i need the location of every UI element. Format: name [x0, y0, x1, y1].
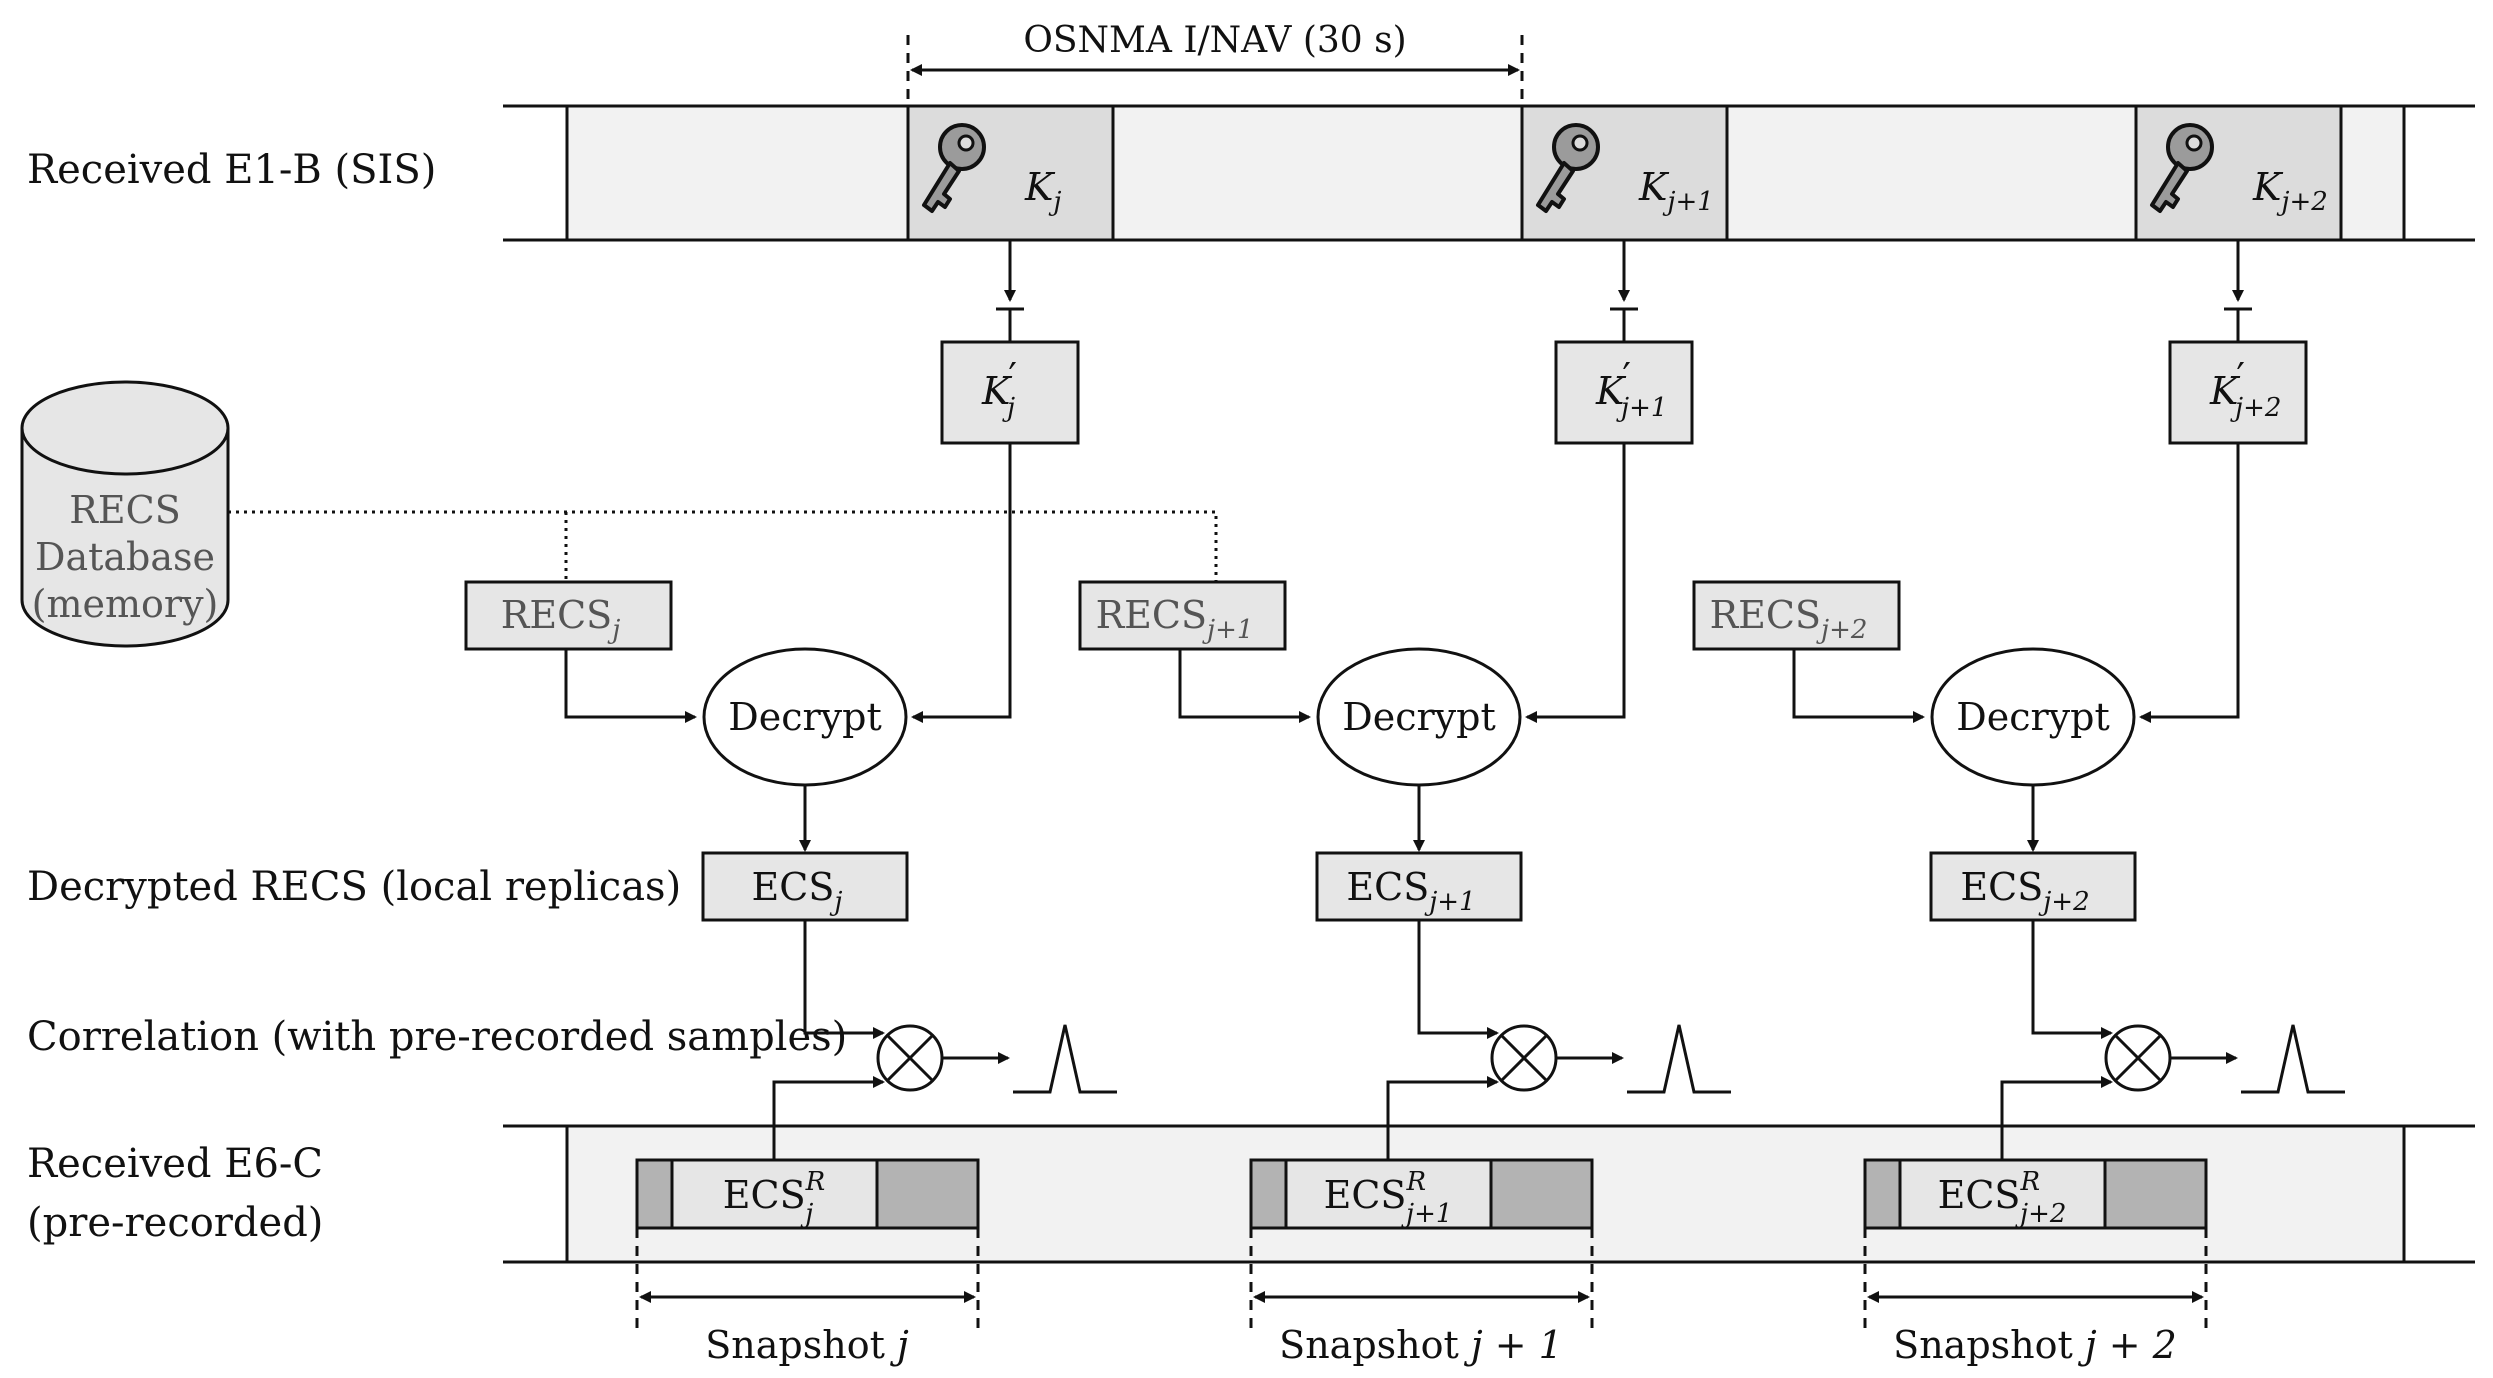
recs-database: RECS Database (memory): [20, 380, 230, 648]
row-label-e6c: Received E6-C: [27, 1141, 323, 1187]
key-label: Kj+1: [1638, 165, 1714, 217]
osnma-span-label: OSNMA I/NAV (30 s): [1023, 20, 1406, 61]
ecs-label: ECSj: [752, 865, 843, 917]
recs-label: RECSj+2: [1710, 593, 1868, 645]
row-label-decrypted: Decrypted RECS (local replicas): [27, 864, 681, 910]
recs-label: RECSj: [501, 593, 621, 645]
database-links: [228, 510, 1218, 582]
recs-box: [1078, 580, 1287, 651]
ecs-to-correlator-arrow: [803, 920, 885, 1039]
kprime-label: K′j+2: [2209, 355, 2281, 423]
row-label-e6c-sub: (pre-recorded): [27, 1200, 323, 1246]
snapshot-label: Snapshot j + 2: [1893, 1323, 2177, 1367]
key-segment: [1520, 104, 1729, 242]
ecs-to-correlator-arrow: [2031, 920, 2113, 1039]
correlation-peak-icon: [1627, 1024, 1731, 1094]
kprime-to-decrypt-arrow: [1525, 443, 1626, 723]
ecs-box: [1315, 851, 1523, 922]
recs-to-decrypt-arrow: [1792, 649, 1925, 723]
osnma-span: OSNMA I/NAV (30 s): [906, 20, 1524, 108]
decrypt-label: Decrypt: [1342, 695, 1495, 739]
recs-label: RECSj+1: [1096, 593, 1254, 645]
ecs-r-to-correlator-arrow: [1386, 1076, 1499, 1160]
decrypt-label: Decrypt: [728, 695, 881, 739]
row-label-e1b: Received E1-B (SIS): [27, 147, 436, 193]
ecs-r-to-correlator-arrow: [772, 1076, 885, 1160]
ecs-label: ECSj+1: [1346, 865, 1475, 917]
kprime-label: K′j+1: [1595, 355, 1667, 423]
database-label-line3: (memory): [32, 582, 219, 626]
row-label-correlation: Correlation (with pre-recorded samples): [27, 1014, 847, 1060]
kprime-box: [1554, 340, 1694, 445]
kprime-to-decrypt-arrow: [2139, 443, 2240, 723]
ecs-box: [701, 851, 909, 922]
snapshot-label: Snapshot j + 1: [1279, 1323, 1563, 1367]
ecs-r-to-correlator-arrow: [2000, 1076, 2113, 1160]
correlator-icon: [2104, 1024, 2172, 1092]
recs-to-decrypt-arrow: [564, 649, 697, 723]
key-segment: [2134, 104, 2343, 242]
correlator-icon: [1490, 1024, 1558, 1092]
database-label-line1: RECS: [69, 488, 180, 532]
recs-box: [1692, 580, 1901, 651]
database-label-line2: Database: [35, 535, 215, 579]
decrypt-label: Decrypt: [1956, 695, 2109, 739]
ecs-label: ECSj+2: [1960, 865, 2089, 917]
snapshot-label: Snapshot j: [705, 1323, 909, 1367]
key-segment: [906, 104, 1115, 242]
correlation-peak-icon: [2241, 1024, 2345, 1094]
ecs-to-correlator-arrow: [1417, 920, 1499, 1039]
key-label: Kj+2: [2252, 165, 2328, 217]
correlation-peak-icon: [1013, 1024, 1117, 1094]
recs-box: [464, 580, 673, 651]
correlator-icon: [876, 1024, 944, 1092]
recs-to-decrypt-arrow: [1178, 649, 1311, 723]
e1b-band: [503, 104, 2475, 242]
kprime-box: [940, 340, 1080, 445]
kprime-to-decrypt-arrow: [911, 443, 1012, 723]
